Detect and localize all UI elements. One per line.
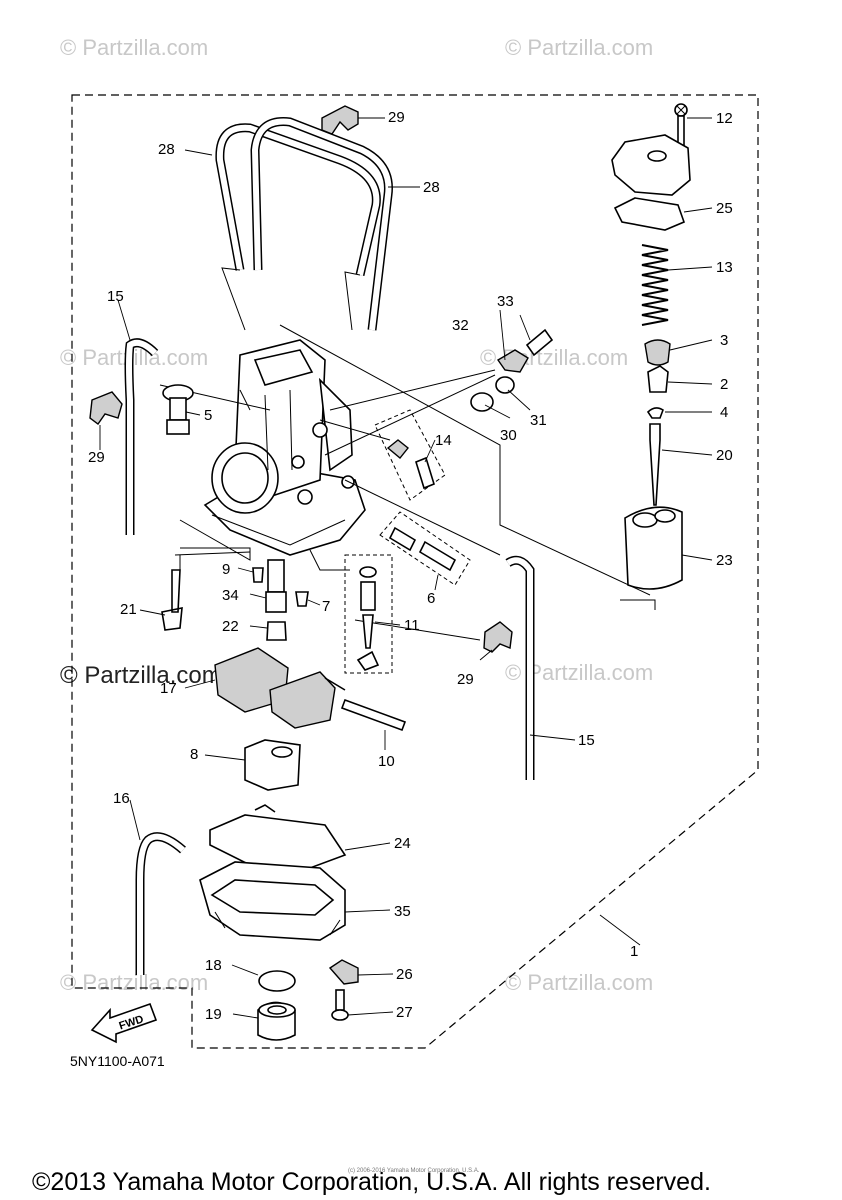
oring-31: [495, 376, 515, 394]
copyright-footer: ©2013 Yamaha Motor Corporation, U.S.A. A…: [32, 1168, 711, 1196]
pilot-screw-set-14: [374, 409, 446, 501]
plate-32: [496, 349, 529, 373]
callout-19: 19: [205, 1006, 222, 1023]
oring-18: [258, 970, 296, 992]
callout-35: 35: [394, 903, 411, 920]
callout-29-top: 29: [388, 109, 405, 126]
callout-25: 25: [716, 200, 733, 217]
fwd-arrow-icon: FWD: [90, 1002, 158, 1044]
callout-34: 34: [222, 587, 239, 604]
callout-24: 24: [394, 835, 411, 852]
needle-holder-2: [647, 365, 669, 393]
watermark-bottom-left: © Partzilla.com: [60, 970, 208, 995]
top-cover-12: [674, 103, 688, 147]
callout-23: 23: [716, 552, 733, 569]
callout-2: 2: [720, 376, 728, 393]
callout-12: 12: [716, 110, 733, 127]
assembly-boundary: [71, 94, 759, 1049]
needle-valve-set-11: [344, 554, 393, 674]
watermark-mid-left: © Partzilla.com: [60, 345, 208, 370]
clip-4: [646, 407, 664, 419]
callout-9: 9: [222, 561, 230, 578]
gasket-24-outer: [254, 804, 276, 813]
callout-5: 5: [204, 407, 212, 424]
vent-hose-16: [135, 832, 186, 975]
screw-33: [525, 328, 554, 357]
callout-27: 27: [396, 1004, 413, 1021]
vent-hose-15-right: [505, 555, 535, 780]
vent-hose-15-left: [124, 338, 159, 535]
watermark-top-left: © Partzilla.com: [60, 35, 208, 60]
callout-21: 21: [120, 601, 137, 618]
gasket-25: [613, 197, 686, 231]
drain-plug-5: [162, 384, 194, 435]
callout-13: 13: [716, 259, 733, 276]
jet-needle-20: [649, 423, 661, 506]
callout-32: 32: [452, 317, 469, 334]
cable-clip-29-right: [483, 621, 513, 653]
callout-29-right: 29: [457, 671, 474, 688]
watermark-top-right: © Partzilla.com: [505, 35, 653, 60]
baffle-8: [244, 739, 301, 791]
plate-26: [328, 959, 359, 985]
watermark-prominent: © Partzilla.com: [60, 662, 222, 689]
callout-26: 26: [396, 966, 413, 983]
screw-9: [252, 567, 264, 583]
callout-15-left: 15: [107, 288, 124, 305]
diagram-code: 5NY1100-A071: [70, 1053, 165, 1069]
callout-29-left: 29: [88, 449, 105, 466]
air-screw-set-6: [379, 511, 471, 586]
float-chamber-35: [199, 861, 346, 941]
throttle-cables: [215, 117, 393, 331]
callout-17: 17: [160, 680, 177, 697]
callout-7: 7: [322, 598, 330, 615]
spring-13: [641, 244, 669, 326]
callout-8: 8: [190, 746, 198, 763]
callout-28-left: 28: [158, 141, 175, 158]
callout-labels: 29 28 28 12 25 13 3 2 4 20 23 33 32 31 3…: [88, 109, 733, 1023]
callout-1: 1: [630, 943, 638, 960]
callout-11: 11: [404, 617, 420, 634]
cable-clip-29-top: [321, 105, 359, 135]
leader-lines: [99, 117, 713, 1019]
callout-15-right: 15: [578, 732, 595, 749]
watermark-bottom-right: © Partzilla.com: [505, 970, 653, 995]
screw-7: [295, 591, 309, 607]
callout-31: 31: [530, 412, 547, 429]
throttle-valve-23: [624, 506, 683, 590]
screw-27: [331, 989, 349, 1021]
carb-top-cover: [611, 134, 691, 196]
float-17: [214, 647, 346, 729]
callout-4: 4: [720, 404, 728, 421]
jet-34: [265, 559, 287, 613]
carburetor-body: [203, 339, 366, 556]
explosion-lines: [159, 324, 656, 641]
callout-14: 14: [435, 432, 452, 449]
callout-6: 6: [427, 590, 435, 607]
callout-22: 22: [222, 618, 239, 635]
fitting-30: [470, 392, 494, 412]
callout-16: 16: [113, 790, 130, 807]
gasket-24: [209, 814, 347, 869]
spring-seat-3: [644, 339, 671, 366]
jet-22: [266, 621, 287, 641]
pin-10: [340, 698, 407, 732]
callout-18: 18: [205, 957, 222, 974]
callout-20: 20: [716, 447, 733, 464]
callout-10: 10: [378, 753, 395, 770]
callout-33: 33: [497, 293, 514, 310]
callout-28-right: 28: [423, 179, 440, 196]
callout-3: 3: [720, 332, 728, 349]
drain-plug-19: [257, 1001, 296, 1041]
cable-clip-29-left: [89, 391, 123, 425]
source-credit: (c) 2006-2016 Yamaha Motor Corporation, …: [348, 1168, 480, 1174]
screw-21: [161, 569, 183, 631]
callout-30: 30: [500, 427, 517, 444]
